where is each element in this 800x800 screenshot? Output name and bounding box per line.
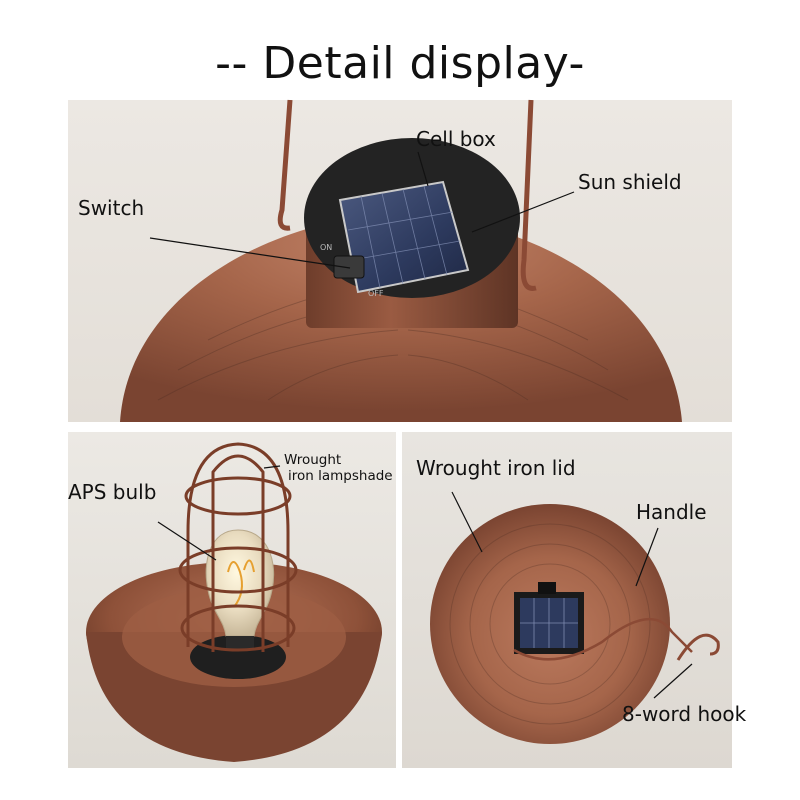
switch-on-mark: ON — [320, 243, 332, 252]
leader-handle — [635, 527, 659, 587]
hook — [676, 633, 720, 661]
leader-lid — [451, 491, 483, 553]
label-cell-box: Cell box — [416, 127, 496, 151]
label-wrought-iron-lid: Wrought iron lid — [416, 456, 576, 480]
label-aps-bulb: APS bulb — [68, 480, 157, 504]
page-title: -- Detail display- — [215, 38, 585, 89]
switch-off-mark: OFF — [368, 289, 384, 298]
bulb-photo — [86, 442, 382, 762]
label-sun-shield: Sun shield — [578, 170, 682, 194]
handle-wire-right — [520, 99, 537, 291]
label-handle: Handle — [636, 500, 707, 524]
label-lampshade-line2: iron lampshade — [288, 468, 393, 484]
handle-wire — [513, 617, 693, 661]
wrought-iron-cage — [178, 442, 298, 652]
leader-cell-box — [417, 151, 429, 187]
lid-top-photo: ON OFF — [120, 99, 682, 422]
leader-hook — [653, 663, 693, 699]
leader-aps-bulb — [157, 521, 217, 561]
lid-photo — [430, 491, 720, 744]
top-detail-panel: ON OFF Switch Cell box Sun shield — [68, 99, 732, 422]
power-switch — [333, 255, 365, 279]
leader-switch — [149, 237, 351, 269]
label-switch: Switch — [78, 196, 145, 220]
label-hook: 8-word hook — [622, 702, 747, 726]
bulb-detail-panel: APS bulb Wrought iron lampshade — [68, 432, 396, 768]
leader-sun-shield — [471, 191, 575, 233]
lid-detail-panel: Wrought iron lid Handle 8-word hook — [402, 432, 746, 768]
label-lampshade-line1: Wrought — [284, 452, 342, 468]
leader-lampshade — [263, 465, 281, 469]
handle-wire-left — [277, 99, 293, 231]
